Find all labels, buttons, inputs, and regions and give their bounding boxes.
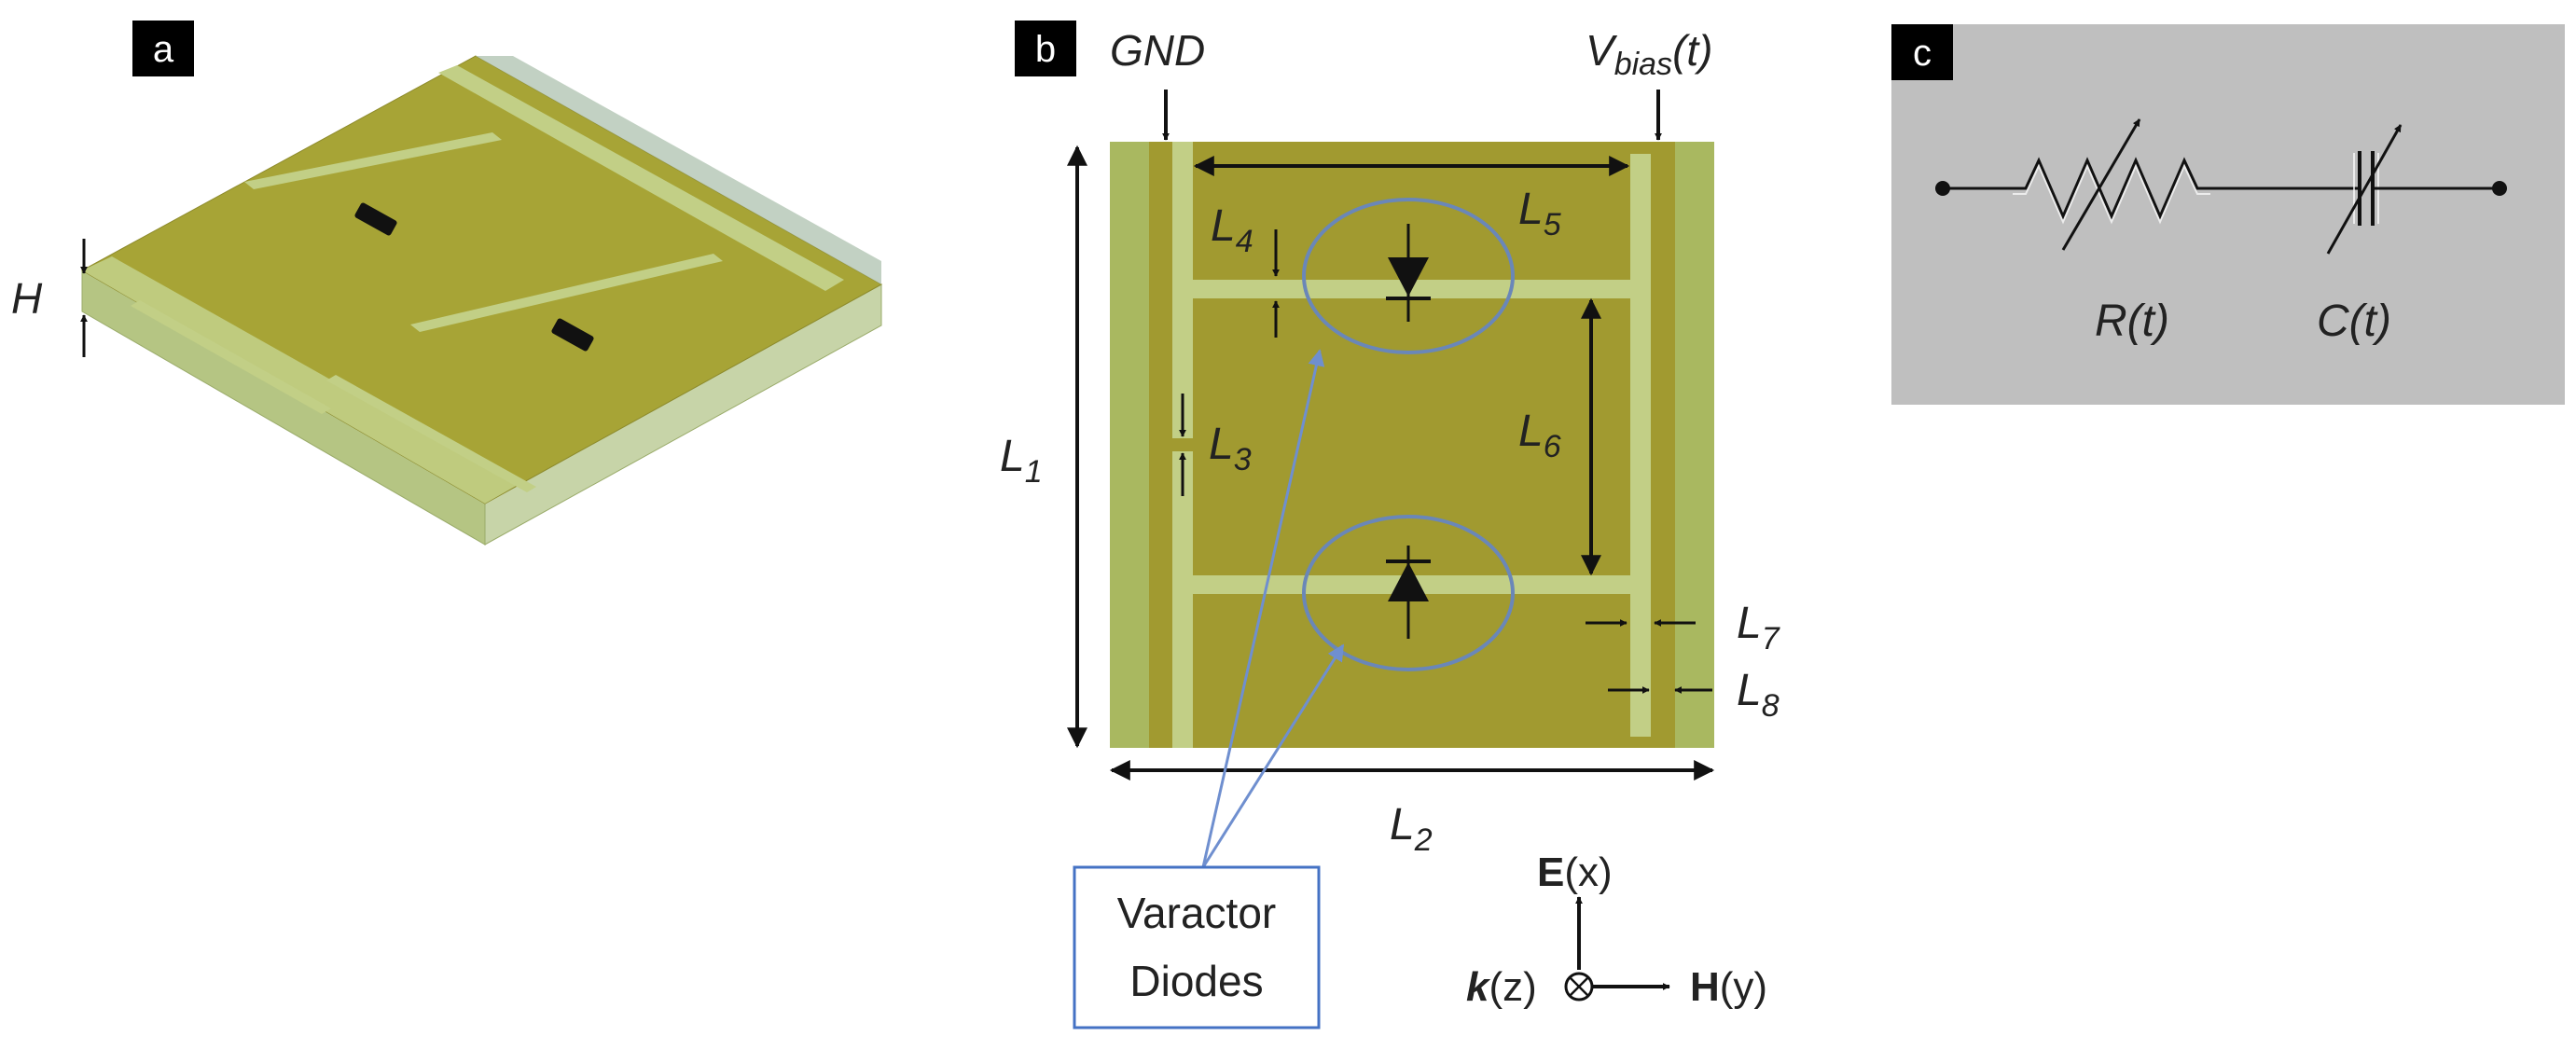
callout-line-bottom — [1201, 643, 1345, 868]
circuit-background — [1891, 24, 2565, 405]
diode-top — [1386, 224, 1431, 322]
left-rail-gap — [1172, 438, 1193, 451]
resistor-zigzag-highlight — [2013, 163, 2210, 225]
diode-bottom — [1386, 546, 1431, 639]
l5-label: L5 — [1518, 185, 1561, 242]
k-axis-label: k(z) — [1466, 964, 1537, 1010]
l6-label: L6 — [1518, 407, 1561, 464]
k-axis-cross-2 — [1570, 977, 1588, 996]
left-bias-strip — [82, 256, 518, 504]
iso-rail-1 — [131, 300, 331, 414]
diode-bottom-circle — [1302, 515, 1515, 671]
e-axis-label: E(x) — [1537, 850, 1613, 895]
l2-label: L2 — [1390, 800, 1433, 858]
panel-a-letter: a — [153, 29, 174, 70]
l4-label: L4 — [1211, 201, 1253, 259]
panel-c-letter: c — [1913, 33, 1932, 74]
resistor-label: R(t) — [2095, 297, 2169, 346]
diode-top-circle — [1302, 198, 1515, 354]
panel-a: a H — [11, 21, 883, 546]
l7-label: L7 — [1737, 599, 1780, 656]
panel-b: b GND Vbias(t) L1 — [1000, 21, 1780, 1029]
h-axis-label: H(y) — [1690, 964, 1767, 1010]
iso-strip-2 — [410, 254, 723, 332]
iso-rail-2 — [326, 375, 536, 492]
capacitor-label: C(t) — [2317, 297, 2391, 346]
resistor-variable-arrow — [2061, 118, 2141, 251]
right-bias-strip — [438, 65, 844, 291]
gnd-label: GND — [1110, 26, 1205, 75]
right-rail — [1630, 154, 1651, 737]
callout-line2: Diodes — [1129, 957, 1263, 1005]
h-dim-label: H — [11, 274, 43, 323]
diode-chip-bottom — [551, 318, 594, 352]
callout-line-top — [1201, 349, 1325, 868]
resistor-zigzag — [2013, 157, 2210, 220]
panel-b-letter: b — [1035, 29, 1056, 70]
panel-c-letter-box — [1891, 24, 1953, 80]
vbias-label: Vbias(t) — [1586, 26, 1712, 82]
substrate-top — [80, 55, 883, 504]
l1-label: L1 — [1000, 432, 1043, 490]
l3-label: L3 — [1209, 420, 1252, 477]
panel-c: c R(t) C(t) — [1891, 24, 2565, 405]
capacitor-variable-arrow — [2326, 124, 2403, 255]
panel-a-letter-box — [132, 21, 194, 76]
l8-label: L8 — [1737, 666, 1780, 724]
panel-b-letter-box — [1015, 21, 1076, 76]
callout-box — [1073, 865, 1321, 1029]
diode-chip-top — [354, 202, 397, 236]
substrate-edge-band — [476, 56, 881, 284]
callout-line1: Varactor — [1117, 889, 1276, 937]
iso-strip-1 — [244, 132, 502, 189]
